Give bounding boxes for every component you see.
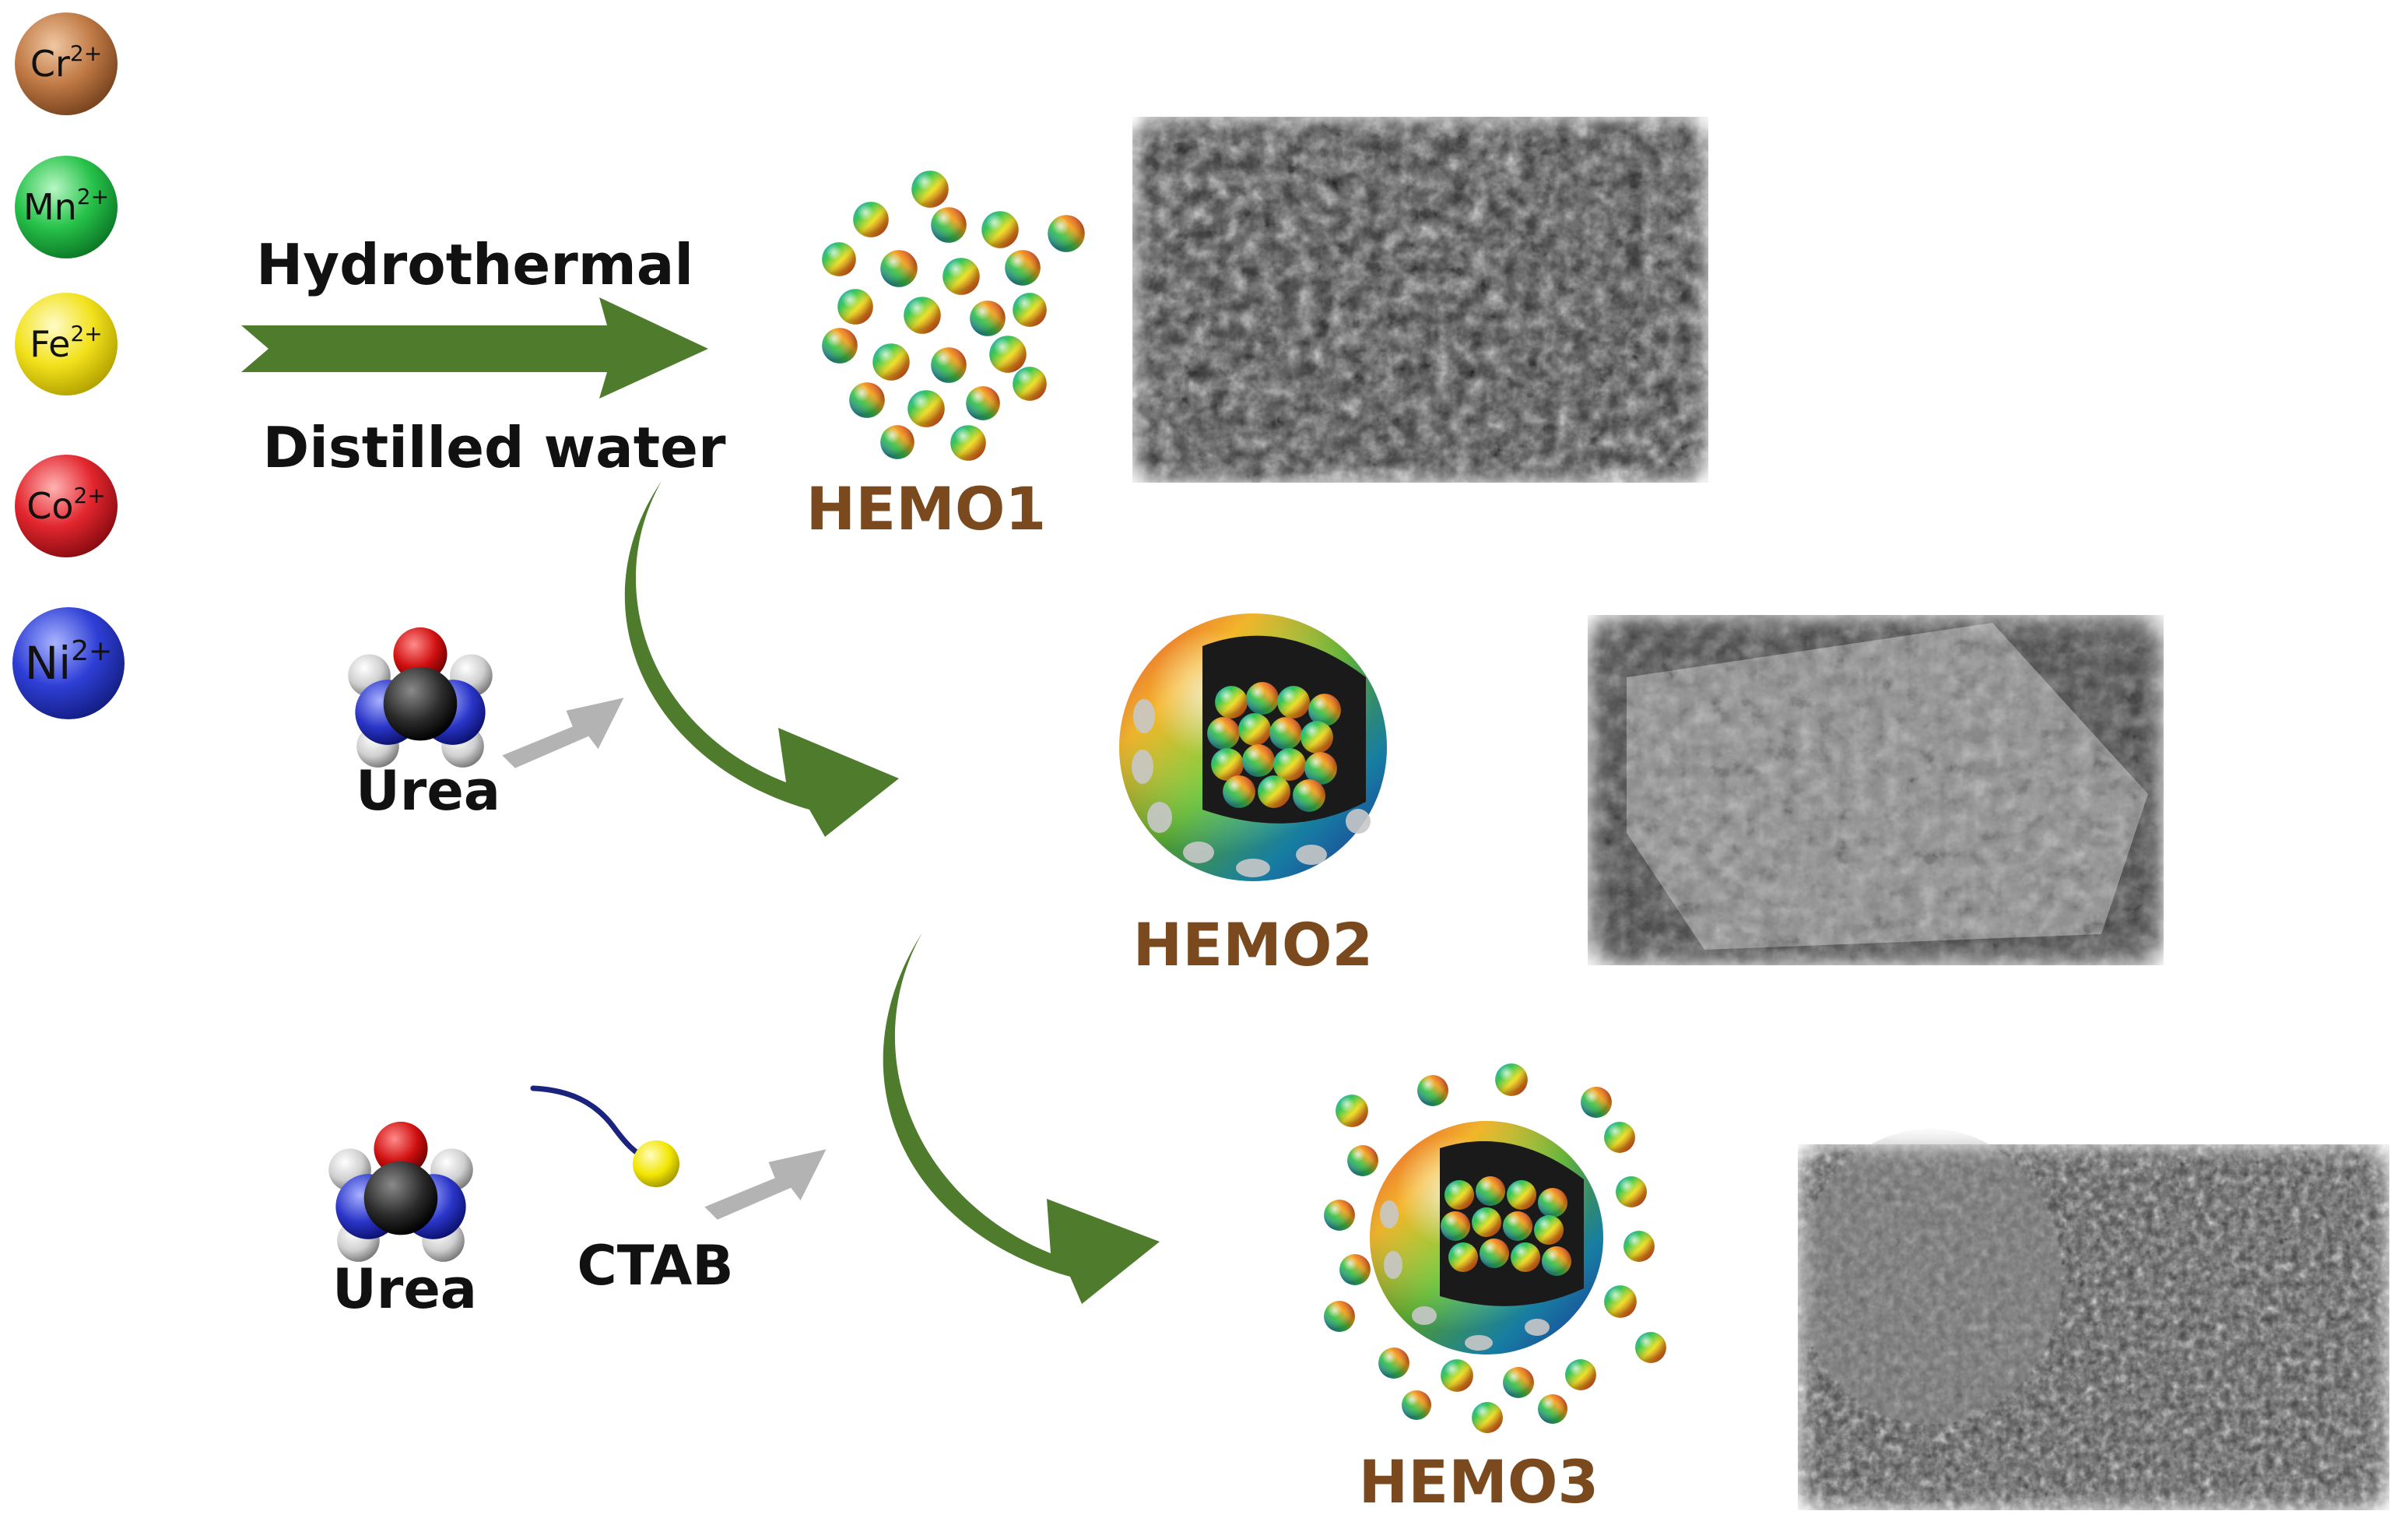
ion-charge-co: 2+ [73, 483, 105, 508]
ion-symbol-cr: Cr [30, 43, 70, 85]
ion-sphere-cr [15, 12, 118, 115]
hemo1-label: HEMO1 [806, 474, 1047, 543]
hemo3-label: HEMO3 [1359, 1447, 1599, 1516]
hydrothermal-step: Hydrothermal Distilled water [241, 232, 726, 480]
ion-charge-ni: 2+ [71, 635, 112, 667]
ion-symbol-mn: Mn [23, 186, 77, 228]
ion-sphere-fe [15, 293, 118, 395]
hydrothermal-arrow [241, 297, 708, 399]
svg-text:Cr2+: Cr2+ [30, 40, 102, 85]
ion-fe: Fe2+ [15, 293, 118, 395]
svg-text:Fe2+: Fe2+ [30, 321, 103, 365]
svg-text:Ni2+: Ni2+ [25, 635, 113, 690]
sem-image-hemo1 [1132, 117, 1708, 483]
ion-charge-mn: 2+ [77, 184, 109, 209]
urea-label-2: Urea [332, 1257, 477, 1321]
ion-charge-fe: 2+ [70, 321, 102, 346]
ion-symbol-co: Co [26, 485, 73, 527]
solvent-label: Distilled water [262, 415, 726, 480]
sem-image-hemo3 [1798, 1129, 2389, 1510]
ion-cr: Cr2+ [15, 12, 118, 115]
svg-text:Co2+: Co2+ [26, 483, 106, 527]
svg-text:Mn2+: Mn2+ [23, 184, 109, 228]
ion-symbol-ni: Ni [25, 637, 72, 690]
hemo1-particles [822, 170, 1085, 461]
hydrothermal-label: Hydrothermal [256, 232, 693, 297]
urea-molecule-icon-1 [348, 627, 493, 768]
ion-sphere-ni [12, 607, 125, 719]
gray-arrow-2 [704, 1149, 827, 1220]
ion-co: Co2+ [15, 455, 118, 557]
sem-image-hemo2 [1588, 615, 2164, 965]
ion-mn: Mn2+ [15, 156, 118, 258]
gray-arrow-1 [502, 697, 624, 768]
ion-sphere-co [15, 455, 118, 557]
urea-molecule-icon-2 [328, 1121, 473, 1262]
hemo2-particle [1119, 613, 1387, 881]
ion-charge-cr: 2+ [70, 40, 102, 66]
ctab-label: CTAB [577, 1234, 733, 1298]
ctab-surfactant-icon [530, 1085, 679, 1187]
ion-sphere-mn [15, 156, 118, 258]
ion-ni: Ni2+ [12, 607, 125, 719]
hemo2-label: HEMO2 [1133, 910, 1374, 979]
hemo3-particle [1324, 1063, 1666, 1433]
urea-label-1: Urea [356, 759, 500, 823]
ion-symbol-fe: Fe [30, 323, 70, 365]
curved-arrow-2 [883, 933, 1160, 1304]
